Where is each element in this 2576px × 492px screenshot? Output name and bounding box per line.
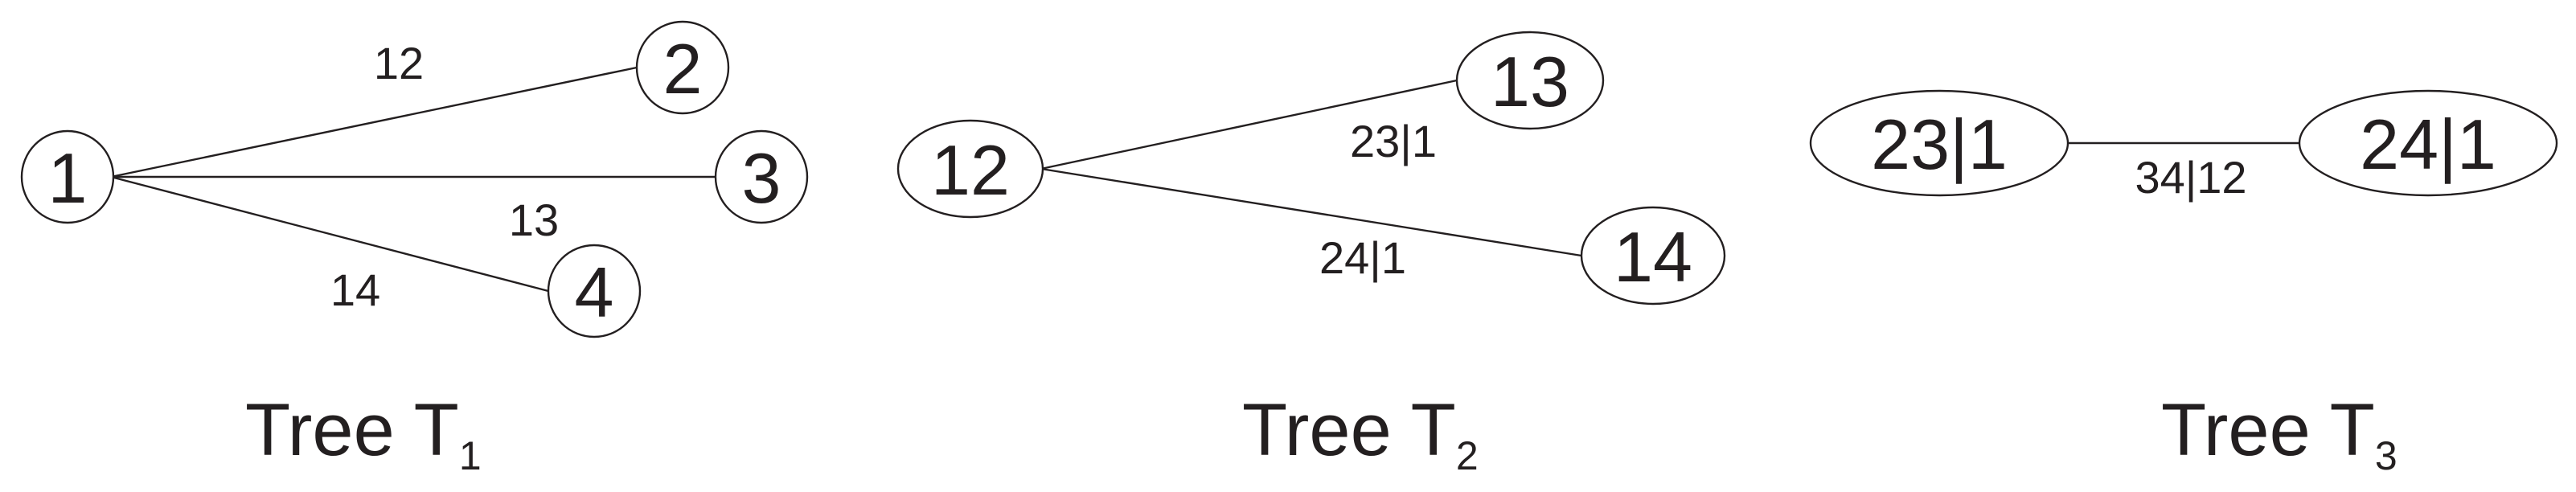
caption-subscript: 2 bbox=[1456, 433, 1479, 478]
node-label: 24|1 bbox=[2360, 105, 2496, 184]
edge-1-2 bbox=[110, 66, 638, 178]
caption-subscript: 3 bbox=[2375, 433, 2398, 478]
node-24-1: 24|1 bbox=[2298, 89, 2558, 197]
node-label: 12 bbox=[931, 130, 1010, 210]
caption-tree-t2: Tree T2 bbox=[1242, 389, 1479, 478]
node-1: 1 bbox=[20, 129, 115, 224]
node-label: 4 bbox=[575, 252, 614, 332]
edge-12-13 bbox=[1040, 79, 1458, 170]
caption-tree-t1: Tree T1 bbox=[245, 389, 482, 478]
edge-label-231-241: 34|12 bbox=[2135, 152, 2246, 203]
edge-label-1-3: 13 bbox=[509, 195, 559, 245]
tree-t2: 23|1 24|1 12 13 14 Tree T2 bbox=[896, 31, 1726, 478]
node-4: 4 bbox=[547, 244, 642, 338]
edge-label-1-4: 14 bbox=[330, 264, 380, 315]
node-13: 13 bbox=[1455, 31, 1605, 130]
node-14: 14 bbox=[1580, 206, 1726, 305]
caption-tree-t3: Tree T3 bbox=[2161, 389, 2398, 478]
edge-label-12-14: 24|1 bbox=[1319, 232, 1406, 283]
edge-label-1-2: 12 bbox=[374, 38, 424, 88]
edge-label-12-13: 23|1 bbox=[1350, 116, 1437, 166]
node-label: 2 bbox=[663, 29, 703, 109]
caption-subscript: 1 bbox=[459, 433, 482, 478]
node-23-1: 23|1 bbox=[1809, 89, 2069, 197]
node-label: 13 bbox=[1491, 42, 1569, 121]
node-label: 3 bbox=[742, 138, 781, 218]
node-label: 14 bbox=[1614, 217, 1692, 297]
tree-t3: 34|12 23|1 24|1 Tree T3 bbox=[1809, 89, 2558, 478]
tree-t1: 12 13 14 1 2 3 4 Tree T1 bbox=[20, 20, 809, 478]
edge-1-4 bbox=[110, 175, 549, 293]
node-label: 1 bbox=[48, 138, 88, 218]
node-3: 3 bbox=[714, 129, 809, 224]
node-2: 2 bbox=[635, 20, 730, 115]
node-label: 23|1 bbox=[1871, 105, 2008, 184]
node-12: 12 bbox=[896, 119, 1044, 219]
edge-12-14 bbox=[1040, 167, 1582, 257]
